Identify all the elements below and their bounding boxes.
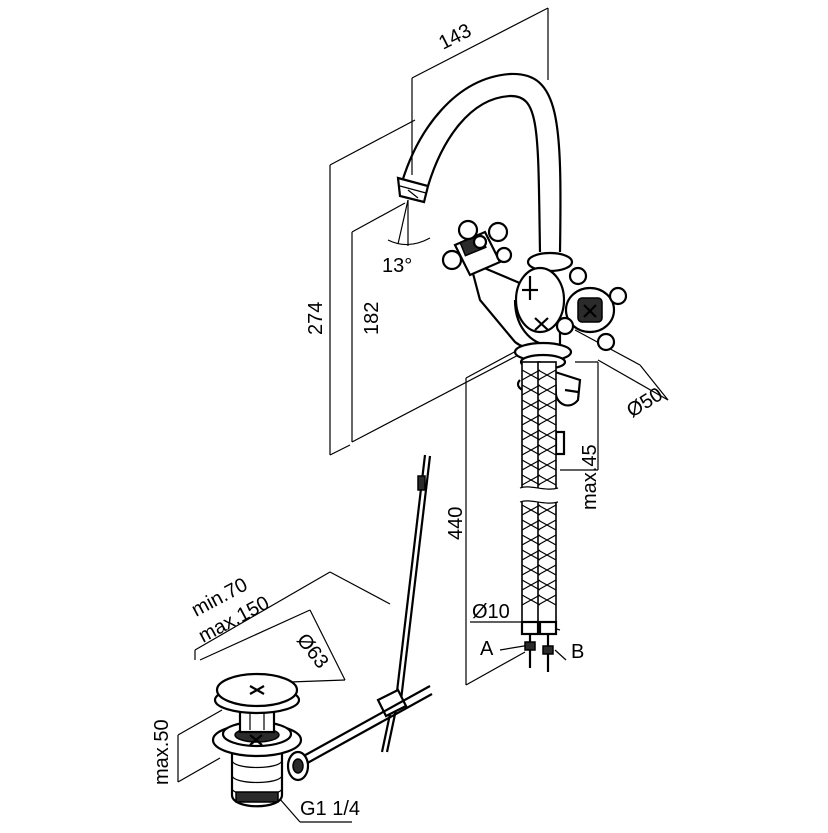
dimension-440: 440 — [445, 349, 526, 686]
dimension-min-max-drain: min.70 max.150 — [188, 571, 391, 660]
dimension-274: 274 — [305, 119, 416, 456]
dimension-182: 182 — [351, 202, 529, 443]
label-182: 182 — [361, 302, 383, 335]
label-274: 274 — [305, 302, 327, 335]
label-diameter-10: Ø10 — [472, 601, 510, 623]
dimension-max-50: max.50 — [151, 709, 223, 785]
label-hose-a: A — [480, 638, 494, 660]
label-max-45: max.45 — [579, 444, 601, 510]
dimension-143: 143 — [411, 7, 549, 175]
pull-rod — [299, 454, 433, 767]
label-13-degrees: 13° — [382, 255, 412, 277]
label-diameter-63: Ø63 — [292, 630, 333, 673]
label-max-50: max.50 — [151, 719, 173, 785]
label-440: 440 — [445, 507, 467, 540]
dimension-max-45: max.45 — [560, 361, 601, 510]
handle-cross-left-icon — [441, 219, 513, 277]
pop-up-waste — [211, 672, 310, 808]
aerator — [396, 176, 430, 204]
label-hose-b: B — [571, 641, 584, 663]
flexible-hoses — [519, 361, 559, 672]
dimension-thread-g114: G1 1/4 — [271, 789, 360, 823]
dimension-angle-13: 13° — [382, 199, 431, 277]
handle-cross-right-icon — [555, 266, 628, 352]
hose-labels: A B — [480, 638, 584, 663]
label-thread-g1-1-4: G1 1/4 — [300, 798, 360, 820]
faucet — [396, 72, 628, 456]
dimension-diameter-50: Ø50 — [574, 329, 669, 422]
